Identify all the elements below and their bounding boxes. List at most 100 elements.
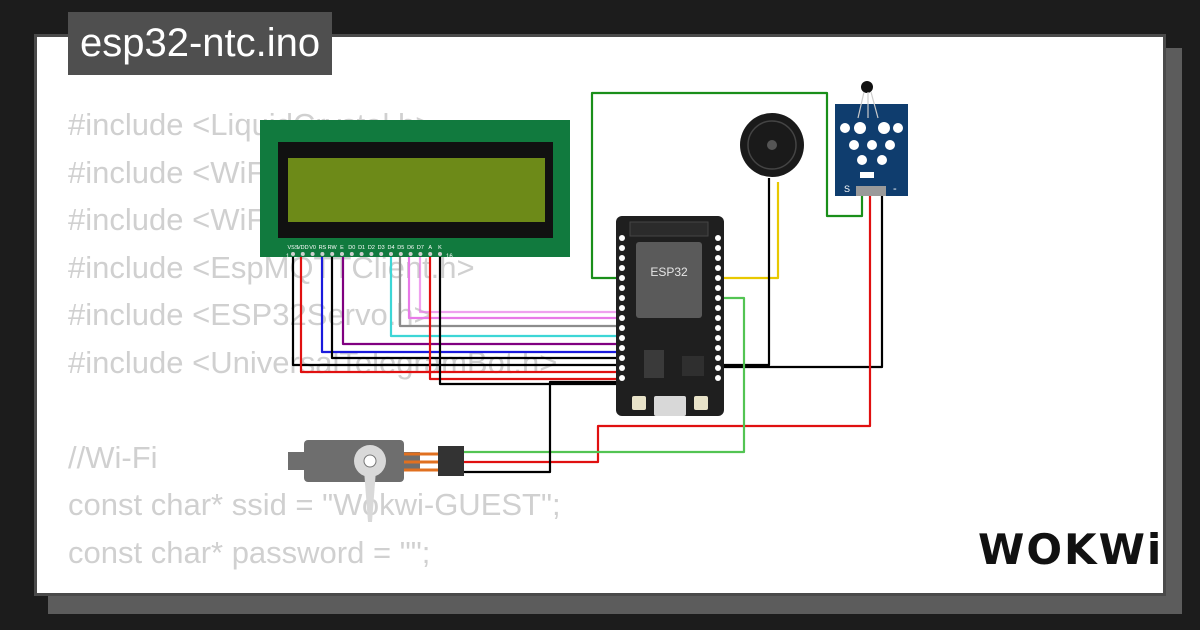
ntc-pcb	[835, 104, 908, 196]
wire-lcd-d5	[398, 256, 620, 328]
wires	[291, 91, 884, 474]
lcd-pin-label: D3	[378, 245, 385, 251]
esp32-board[interactable]: ESP32	[616, 216, 724, 416]
lcd-pin[interactable]	[418, 252, 423, 256]
esp32-pin[interactable]	[715, 315, 721, 321]
esp32-pins-right	[715, 235, 721, 381]
lcd-pin[interactable]	[389, 252, 393, 256]
wire-ntc-vcc	[463, 196, 872, 464]
esp32-pin[interactable]	[619, 235, 625, 241]
wire-servo-signal	[463, 296, 746, 454]
lcd-pin-label: D5	[397, 245, 404, 251]
esp32-pin[interactable]	[715, 305, 721, 311]
lcd-pin-label: K	[438, 245, 442, 251]
esp32-pin[interactable]	[619, 265, 625, 271]
servo-tab	[288, 452, 306, 470]
esp32-pin[interactable]	[619, 315, 625, 321]
ntc-pad	[867, 140, 877, 150]
wire-lcd-k	[438, 256, 620, 386]
esp32-pin[interactable]	[715, 285, 721, 291]
esp32-pin[interactable]	[715, 265, 721, 271]
esp32-pin[interactable]	[619, 285, 625, 291]
esp32-pin[interactable]	[715, 255, 721, 261]
esp32-button-en	[694, 396, 708, 410]
esp32-pin[interactable]	[715, 295, 721, 301]
ntc-pin-label-gnd: -	[893, 183, 897, 195]
lcd-pin-label: VDD	[297, 245, 309, 251]
esp32-pin[interactable]	[715, 375, 721, 381]
servo-horn	[364, 470, 376, 522]
ntc-pad	[854, 122, 866, 134]
esp32-pin[interactable]	[619, 325, 625, 331]
ntc-pad	[877, 155, 887, 165]
lcd-pin-last: 16	[446, 254, 453, 260]
esp32-pins-left	[619, 235, 625, 381]
lcd-pin[interactable]	[408, 252, 413, 256]
buzzer[interactable]	[740, 113, 804, 177]
esp32-pin[interactable]	[619, 305, 625, 311]
lcd-pin[interactable]	[398, 252, 403, 256]
wokwi-logo: WOKWi	[978, 525, 1164, 574]
wire-servo-gnd	[463, 380, 620, 474]
esp32-pin[interactable]	[715, 355, 721, 361]
lcd-pin-label: RW	[328, 245, 338, 251]
esp32-pin[interactable]	[619, 275, 625, 281]
code-line: const char* ssid = "Wokwi-GUEST";	[68, 487, 561, 522]
esp32-pin[interactable]	[715, 335, 721, 341]
esp32-regulator	[644, 350, 664, 378]
lcd-pin[interactable]	[369, 252, 374, 256]
lcd-pin[interactable]	[438, 252, 442, 256]
esp32-antenna	[629, 221, 709, 237]
esp32-usb-chip	[682, 356, 704, 376]
wire-lcd-a	[428, 256, 620, 381]
lcd-pin[interactable]	[310, 252, 315, 256]
esp32-pin[interactable]	[619, 365, 625, 371]
lcd-pin[interactable]	[428, 252, 433, 256]
wire-lcd-d4	[389, 256, 620, 338]
wire-lcd-d7	[418, 256, 620, 314]
esp32-pin[interactable]	[715, 235, 721, 241]
wire-lcd-d6	[407, 256, 620, 320]
lcd-pin-label: E	[340, 245, 344, 251]
lcd-pin[interactable]	[359, 252, 364, 256]
lcd-pin[interactable]	[349, 252, 354, 256]
lcd-pin[interactable]	[320, 252, 325, 256]
esp32-pin[interactable]	[619, 355, 625, 361]
ntc-pad	[878, 122, 890, 134]
esp32-pin[interactable]	[715, 245, 721, 251]
esp32-pin[interactable]	[619, 255, 625, 261]
esp32-pin[interactable]	[715, 345, 721, 351]
esp32-pin[interactable]	[619, 375, 625, 381]
lcd-pin-label: VSS	[287, 245, 298, 251]
ntc-sensor-module[interactable]: S -	[835, 81, 908, 196]
lcd-pin-label: D4	[387, 245, 394, 251]
wire-ntc-gnd	[720, 196, 884, 369]
esp32-pin[interactable]	[619, 245, 625, 251]
servo-motor[interactable]	[288, 440, 464, 522]
esp32-pin[interactable]	[619, 335, 625, 341]
ntc-hole	[893, 123, 903, 133]
esp32-usb-port	[654, 396, 686, 416]
esp32-pin[interactable]	[619, 345, 625, 351]
ntc-pin-header	[856, 186, 886, 196]
esp32-pin[interactable]	[619, 295, 625, 301]
preview-card	[34, 34, 1166, 596]
lcd-pin[interactable]	[379, 252, 384, 256]
esp32-pin[interactable]	[715, 275, 721, 281]
lcd-pin[interactable]	[330, 252, 335, 256]
lcd-pin-label: V0	[309, 245, 316, 251]
ntc-thermistor-icon	[861, 81, 873, 93]
esp32-button-boot	[632, 396, 646, 410]
wire-lcd-e	[341, 256, 620, 346]
lcd-pin-label: D7	[417, 245, 424, 251]
lcd-pin[interactable]	[340, 252, 344, 256]
project-title[interactable]: esp32-ntc.ino	[68, 12, 333, 75]
servo-screw	[363, 454, 377, 468]
lcd-pin[interactable]	[300, 252, 305, 256]
ntc-pad	[885, 140, 895, 150]
esp32-pin[interactable]	[715, 365, 721, 371]
esp32-pin[interactable]	[715, 325, 721, 331]
lcd-pin[interactable]	[291, 252, 295, 256]
